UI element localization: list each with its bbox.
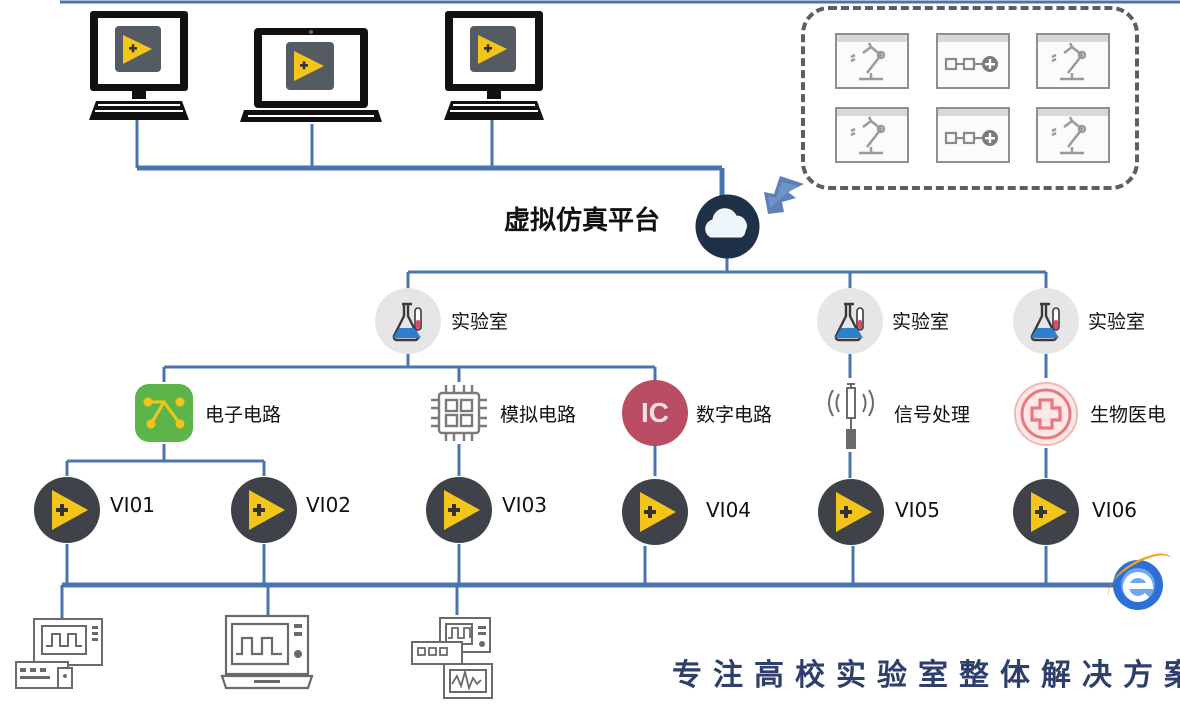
- instrument-stack-icon: [411, 617, 493, 699]
- virtual-instrument-icon[interactable]: [1012, 478, 1080, 546]
- flask-icon: [392, 302, 422, 342]
- robot-arm-simulation-tile[interactable]: [1036, 107, 1110, 163]
- vi-label: VI06: [1092, 498, 1138, 522]
- signal-analyzer-device-icon: [15, 618, 103, 689]
- robot-arm-simulation-tile[interactable]: [835, 33, 909, 89]
- slogan-text: 专注高校实验室整体解决方案: [672, 658, 1180, 693]
- virtual-instrument-icon[interactable]: [33, 476, 101, 544]
- ic-badge-text: IC: [641, 397, 669, 428]
- lab-label: 实验室: [1088, 311, 1146, 333]
- category-label: 信号处理: [894, 404, 971, 426]
- medical-cross-icon[interactable]: [1012, 380, 1080, 448]
- block-diagram-simulation-tile[interactable]: [936, 33, 1010, 89]
- vi-label: VI02: [306, 493, 352, 517]
- category-label: 电子电路: [205, 404, 282, 426]
- laptop-computer-icon: [240, 28, 382, 122]
- robot-arm-simulation-tile[interactable]: [1036, 33, 1110, 89]
- virtual-instrument-icon[interactable]: [621, 478, 689, 546]
- virtual-instrument-icon[interactable]: [425, 476, 493, 544]
- arrow-to-simulations-icon: [764, 176, 804, 214]
- vi-label: VI03: [502, 493, 548, 517]
- flask-icon: [834, 302, 864, 342]
- lab-label: 实验室: [451, 311, 509, 333]
- category-label: 数字电路: [696, 404, 773, 426]
- cloud-platform-icon[interactable]: [694, 193, 761, 260]
- vi-label: VI01: [110, 493, 156, 517]
- circuit-node-icon[interactable]: [133, 382, 195, 444]
- lab-icon[interactable]: [375, 288, 441, 354]
- category-label: 模拟电路: [500, 404, 577, 426]
- block-diagram-simulation-tile[interactable]: [936, 107, 1010, 163]
- antenna-signal-icon[interactable]: [823, 376, 879, 454]
- vi-label: VI04: [706, 498, 752, 522]
- desktop-computer-icon: [444, 11, 544, 120]
- simulation-experiments-panel: [801, 6, 1139, 190]
- lab-label: 实验室: [892, 311, 950, 333]
- lab-icon[interactable]: [1013, 288, 1079, 354]
- oscilloscope-laptop-icon: [220, 614, 314, 690]
- category-label: 生物医电: [1090, 404, 1167, 426]
- virtual-instrument-icon[interactable]: [230, 476, 298, 544]
- platform-title: 虚拟仿真平台: [504, 206, 661, 236]
- flask-icon: [1030, 302, 1060, 342]
- chip-icon[interactable]: [428, 382, 490, 444]
- virtual-instrument-icon[interactable]: [817, 478, 885, 546]
- desktop-computer-icon: [89, 11, 189, 120]
- robot-arm-simulation-tile[interactable]: [835, 107, 909, 163]
- ic-badge-icon[interactable]: IC: [622, 380, 688, 446]
- vi-label: VI05: [895, 498, 941, 522]
- lab-icon[interactable]: [817, 288, 883, 354]
- internet-browser-icon[interactable]: [1100, 552, 1176, 618]
